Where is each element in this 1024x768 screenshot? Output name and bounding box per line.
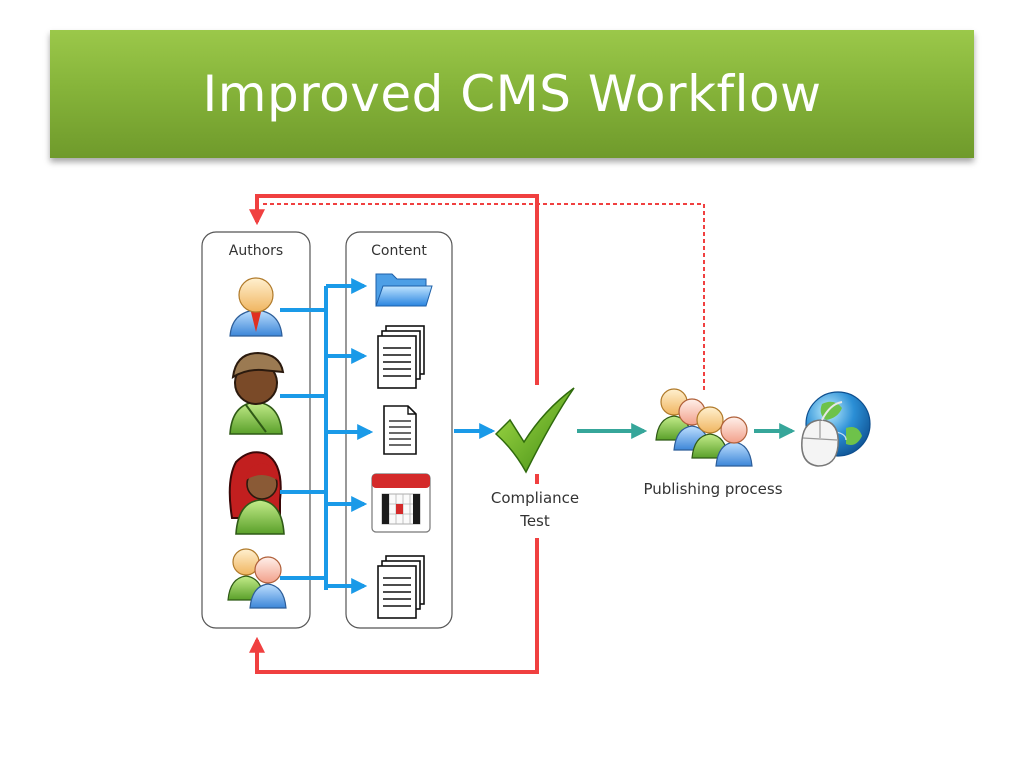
authors-label: Authors: [229, 243, 283, 259]
slide-title: Improved CMS Workflow: [202, 65, 822, 123]
content-label: Content: [371, 243, 427, 259]
businessman-author-icon: [229, 277, 283, 337]
document-stack-icon-2: [377, 555, 425, 619]
publishing-feedback-dashed-line: [262, 203, 705, 390]
single-document-icon: [383, 405, 417, 455]
calendar-icon: [371, 473, 431, 533]
checkmark-icon: [494, 387, 575, 474]
title-bar: Improved CMS Workflow: [50, 30, 974, 158]
compliance-test-label-line2: Test: [519, 512, 550, 530]
author-to-content-arrows: [280, 278, 374, 594]
folder-icon: [375, 273, 433, 307]
publishing-process-label: Publishing process: [643, 480, 782, 498]
mouse-icon: [801, 401, 843, 467]
compliance-test-label-line1: Compliance: [491, 489, 579, 507]
publishing-team-icon: [655, 388, 753, 467]
woman-author-icon: [228, 451, 285, 535]
user-group-author-icon: [227, 548, 287, 609]
worker-with-cap-author-icon: [229, 351, 285, 435]
rejection-feedback-loop-bottom: [249, 474, 539, 674]
rejection-feedback-loop-top: [249, 194, 539, 385]
document-stack-icon: [377, 325, 425, 389]
